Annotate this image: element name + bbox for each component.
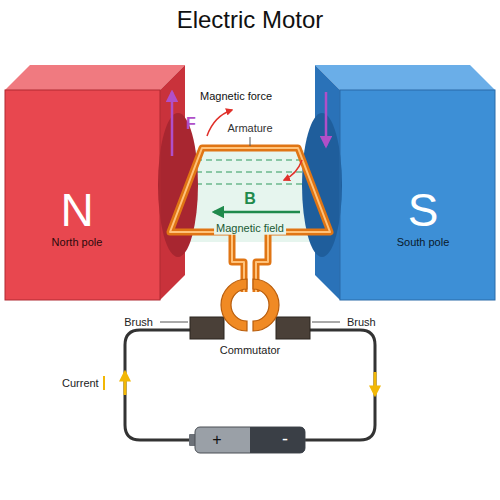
part-label: Brush (122, 316, 155, 329)
commutator-ring (221, 279, 279, 331)
leader-line (250, 137, 251, 146)
pole-name: North pole (52, 236, 103, 249)
current-arrow (124, 372, 127, 395)
south-pole-magnet: SSouth pole (340, 90, 495, 300)
field-label: Magnetic field (214, 222, 286, 235)
current-label: Current (60, 377, 101, 390)
current-arrow (374, 372, 377, 395)
brush-block (276, 317, 310, 339)
circuit-wire (125, 330, 375, 440)
part-label: Brush (345, 316, 378, 329)
battery-symbol (189, 427, 305, 453)
leader-line (160, 322, 188, 323)
battery: +- (195, 427, 305, 453)
leader-line (312, 322, 340, 323)
armature-loop (170, 148, 330, 292)
north-pole-magnet: NNorth pole (5, 90, 160, 300)
north-magnet (5, 65, 198, 300)
terminal-sign: - (282, 429, 288, 450)
current-mark (103, 376, 105, 390)
pole-name: South pole (397, 236, 450, 249)
south-magnet (302, 65, 495, 300)
diagram-title: Electric Motor (177, 6, 324, 34)
pole-letter: N (60, 184, 93, 237)
rotation-arrow (284, 160, 302, 180)
force-arrow (171, 92, 174, 156)
part-label: Armature (225, 122, 274, 135)
field-symbol: B (242, 190, 258, 208)
force-symbol: F (184, 115, 198, 133)
field-arrow (214, 211, 300, 214)
force-label: Magnetic force (198, 90, 274, 103)
terminal-sign: + (212, 431, 221, 449)
field-lines (186, 160, 314, 184)
brush-block (190, 317, 224, 339)
force-arrow (325, 92, 328, 146)
pole-letter: S (408, 184, 439, 237)
part-label: Commutator (218, 344, 283, 357)
field-region (183, 150, 317, 242)
